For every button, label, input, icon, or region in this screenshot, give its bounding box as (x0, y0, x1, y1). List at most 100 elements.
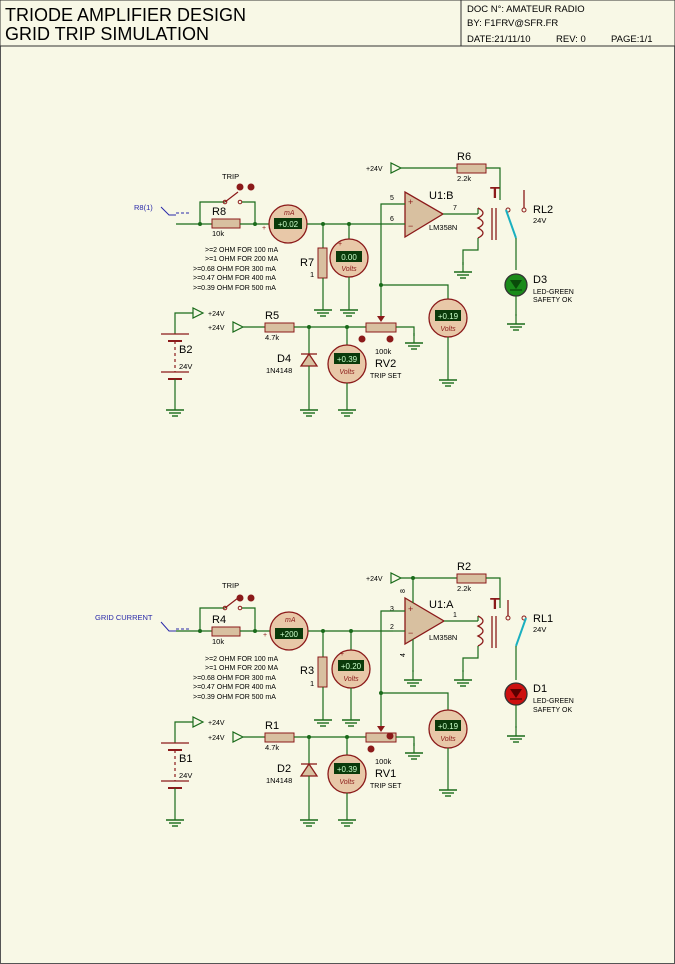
voltmeter-diode-bottom: +0.39 Volts (327, 754, 367, 794)
led-type: LED-GREEN (533, 698, 574, 705)
diode-top: D4 1N4148 (266, 352, 319, 375)
voltmeter-unit: Volts (339, 369, 355, 376)
resistor-value: 4.7k (265, 333, 279, 342)
relay-label: RL2 (533, 204, 553, 216)
resistor-label: R5 (265, 310, 279, 322)
led-status: SAFETY OK (533, 297, 572, 304)
note-line: >=0.47 OHM FOR 400 mA (193, 684, 276, 691)
diode-part: 1N4148 (266, 366, 292, 375)
note-line: >=1 OHM FOR 200 MA (205, 256, 278, 263)
supply-label: +24V (366, 576, 383, 583)
pot-label: RV2 (375, 358, 396, 370)
resistor-r1 (264, 732, 295, 743)
relay-value: 24V (533, 216, 546, 225)
svg-text:+: + (408, 197, 413, 207)
opamp-label: U1:A (429, 599, 454, 611)
supply-label: +24V (208, 735, 225, 742)
pin-number: 6 (390, 216, 394, 223)
voltmeter-reading: +0.19 (438, 312, 459, 321)
resistor-r6 (456, 163, 487, 174)
battery-value: 24V (179, 771, 192, 780)
relay-top: T RL2 24V (476, 185, 553, 244)
ammeter-bottom: mA +200 + (263, 611, 309, 651)
resistor-r3 (317, 656, 328, 688)
title-line-2: GRID TRIP SIMULATION (5, 24, 209, 44)
opamp-top: + − U1:B LM358N 5 6 7 (390, 190, 457, 239)
voltmeter-reading: +0.39 (337, 765, 358, 774)
ammeter-reading: +200 (280, 630, 299, 639)
pin-number: 7 (453, 205, 457, 212)
date: DATE:21/11/10 (467, 34, 531, 45)
author: BY: F1FRV@SFR.FR (467, 18, 558, 29)
led-type: LED-GREEN (533, 289, 574, 296)
circuit-top: R8(1) R8 10k TRIP mA +0.02 + (134, 151, 574, 417)
revision: REV: 0 (556, 34, 586, 45)
relay-label: RL1 (533, 613, 553, 625)
pot-note: TRIP SET (370, 373, 402, 380)
pin-number: 8 (400, 589, 407, 593)
page-number: PAGE:1/1 (611, 34, 653, 45)
voltmeter-reading: +0.39 (337, 355, 358, 364)
note-line: >=0.47 OHM FOR 400 mA (193, 275, 276, 282)
note-line: >=2 OHM FOR 100 mA (205, 247, 278, 254)
battery-label: B2 (179, 344, 192, 356)
battery-value: 24V (179, 362, 192, 371)
voltmeter-unit: Volts (339, 779, 355, 786)
voltmeter-unit: Volts (343, 676, 359, 683)
resistor-label: R7 (300, 257, 314, 269)
resistor-value: 2.2k (457, 174, 471, 183)
voltmeter-sense-top: 0.00 Volts + (329, 238, 369, 278)
resistor-r7 (317, 247, 328, 279)
svg-text:+: + (408, 604, 413, 614)
circuit-bottom: GRID CURRENT R4 10k TRIP mA +200 + R3 1 (95, 561, 574, 827)
svg-text:+: + (340, 651, 344, 658)
resistor-value: 1 (310, 270, 314, 279)
voltmeter-reading: +0.19 (438, 722, 459, 731)
svg-text:−: − (408, 628, 413, 638)
svg-text:+: + (338, 241, 342, 248)
relay-bottom: T RL1 24V (476, 596, 553, 652)
resistor-value: 4.7k (265, 743, 279, 752)
pin-number: 2 (390, 624, 394, 631)
resistor-value: 2.2k (457, 584, 471, 593)
ammeter-unit: mA (285, 617, 296, 624)
pot-value: 100k (375, 757, 392, 766)
trip-switch-label: TRIP (222, 581, 239, 590)
pot-label: RV1 (375, 768, 396, 780)
title-block: TRIODE AMPLIFIER DESIGN GRID TRIP SIMULA… (0, 0, 675, 47)
resistor-r5 (264, 322, 295, 333)
svg-text:+: + (262, 225, 266, 232)
resistor-notes-top: >=2 OHM FOR 100 mA >=1 OHM FOR 200 MA >=… (193, 247, 278, 292)
led-red-bottom: D1 LED-GREEN SAFETY OK (504, 682, 574, 714)
note-line: >=0.39 OHM FOR 500 mA (193, 694, 276, 701)
relay-value: 24V (533, 625, 546, 634)
resistor-label: R4 (212, 614, 226, 626)
battery-bottom: +24V B1 24V (161, 716, 225, 827)
opamp-part: LM358N (429, 223, 457, 232)
resistor-r4 (211, 626, 241, 637)
svg-text:−: − (408, 221, 413, 231)
note-line: >=0.68 OHM FOR 300 mA (193, 266, 276, 273)
resistor-label: R6 (457, 151, 471, 163)
note-line: >=2 OHM FOR 100 mA (205, 656, 278, 663)
supply-label: +24V (208, 720, 225, 727)
opamp-label: U1:B (429, 190, 453, 202)
diode-label: D4 (277, 353, 291, 365)
svg-text:+: + (263, 632, 267, 639)
led-label: D3 (533, 274, 547, 286)
ammeter-reading: +0.02 (278, 220, 299, 229)
resistor-r8 (211, 218, 241, 229)
note-line: >=0.39 OHM FOR 500 mA (193, 285, 276, 292)
input-net-label: GRID CURRENT (95, 613, 153, 622)
ammeter-top: mA +0.02 + (262, 204, 308, 244)
resistor-notes-bottom: >=2 OHM FOR 100 mA >=1 OHM FOR 200 MA >=… (193, 656, 278, 701)
diode-bottom: D2 1N4148 (266, 762, 319, 785)
voltmeter-diode-top: +0.39 Volts (327, 344, 367, 384)
supply-label: +24V (208, 311, 225, 318)
note-line: >=1 OHM FOR 200 MA (205, 665, 278, 672)
diode-label: D2 (277, 763, 291, 775)
ammeter-unit: mA (284, 210, 295, 217)
svg-text:T: T (490, 185, 500, 202)
battery-label: B1 (179, 753, 192, 765)
